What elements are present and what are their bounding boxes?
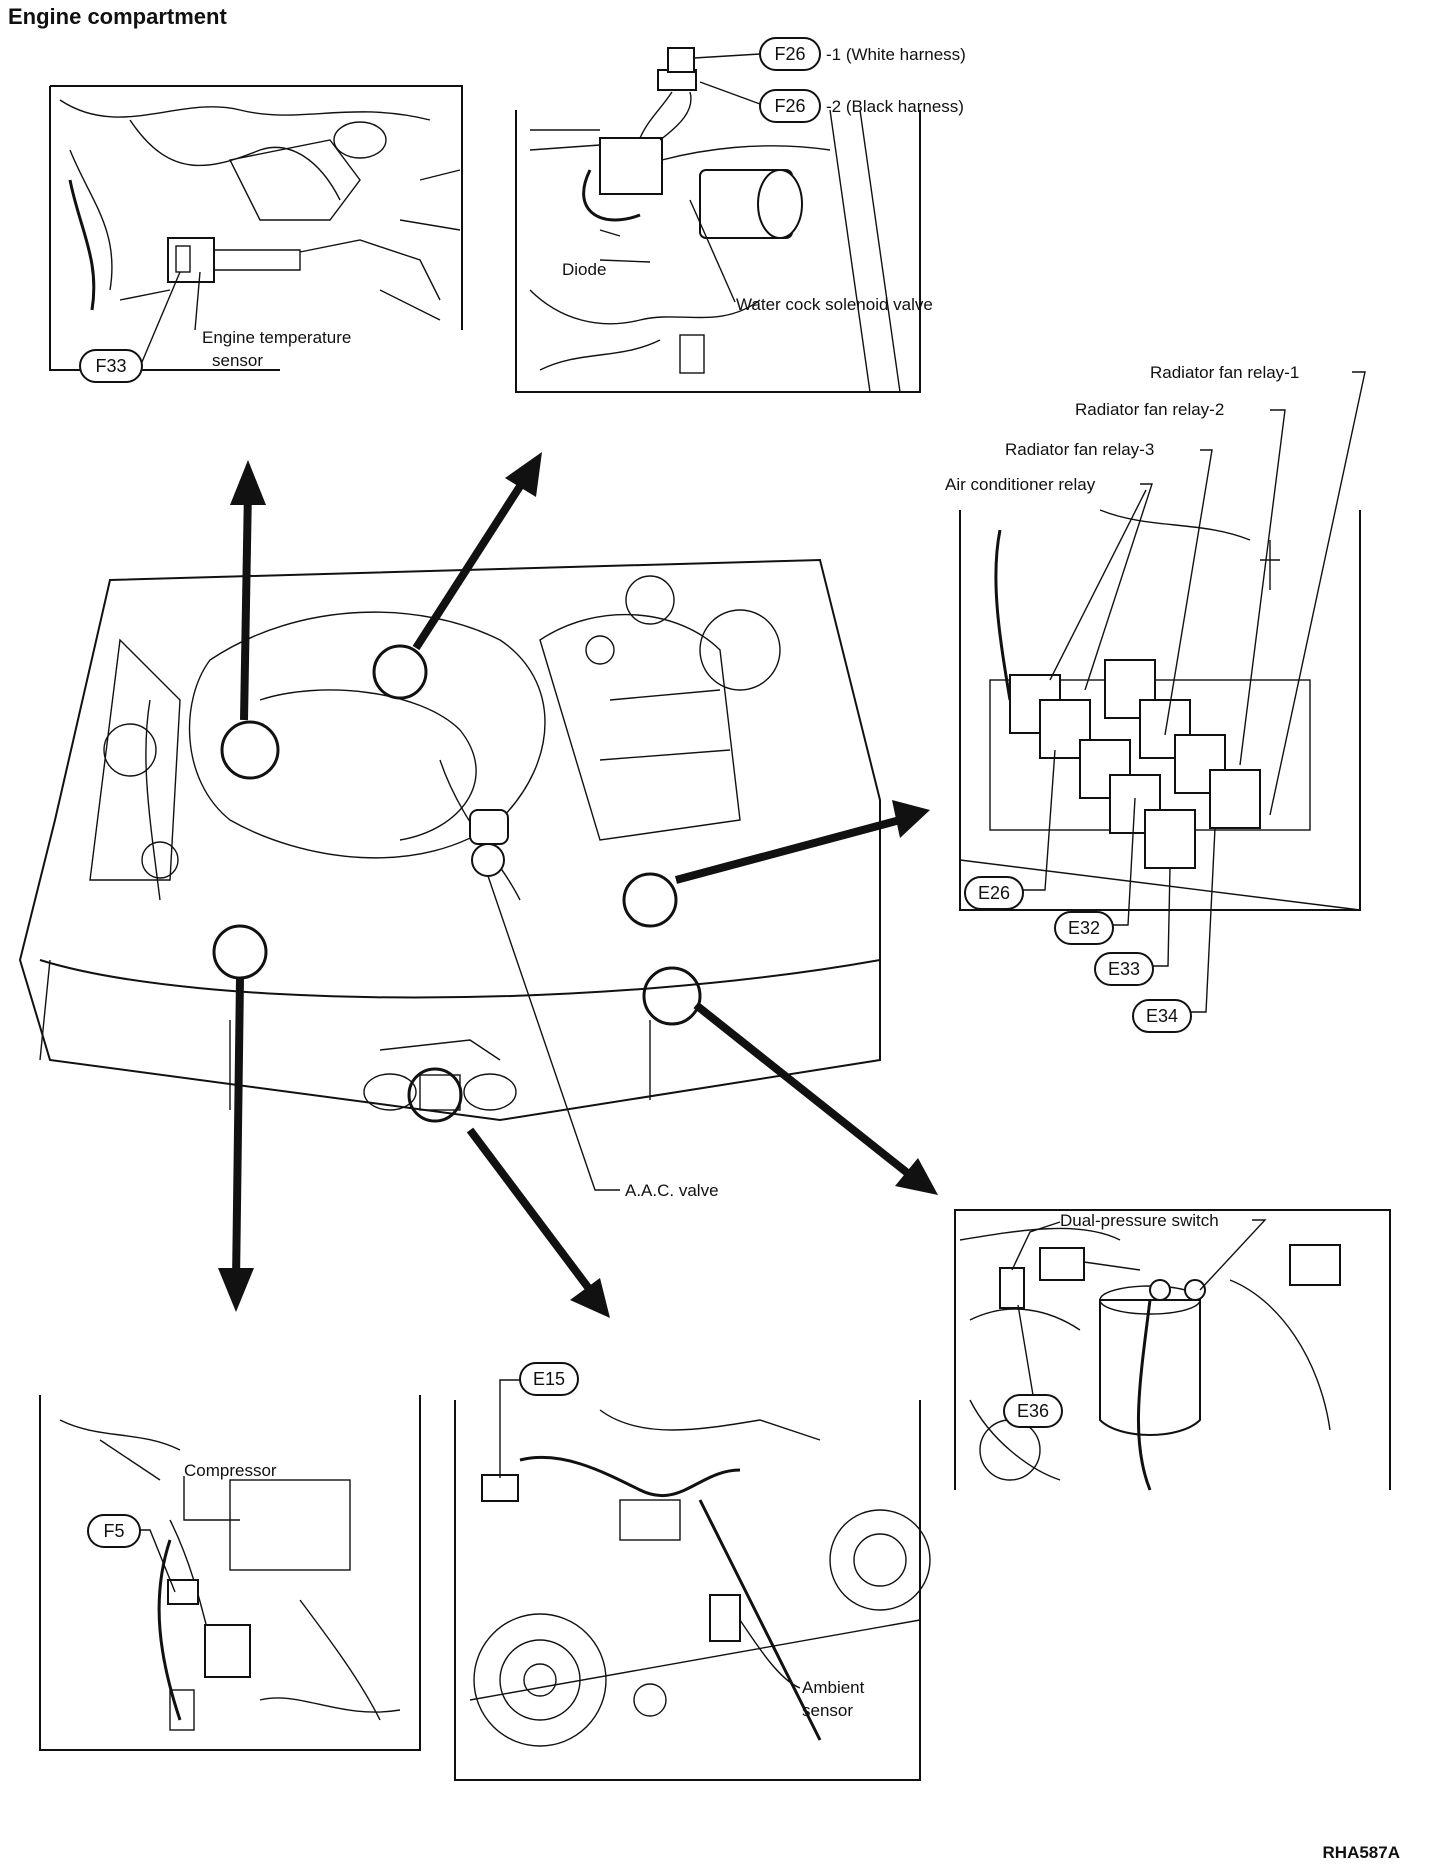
- engine-temp-sensor-label-2: sensor: [212, 351, 263, 370]
- dual-pressure-view: Dual-pressure switch E36: [954, 1209, 1391, 1491]
- radiator-fan-relay-2-label: Radiator fan relay-2: [1075, 400, 1224, 419]
- connector-f5: F5: [103, 1521, 124, 1541]
- diode-label: Diode: [562, 260, 606, 279]
- connector-e36: E36: [1017, 1401, 1049, 1421]
- ambient-sensor-view: E15 Ambient sensor: [454, 1362, 931, 1781]
- connector-e15: E15: [533, 1369, 565, 1389]
- compressor-view: F5 Compressor: [39, 1395, 421, 1751]
- engine-temp-sensor-view: F33 Engine temperature sensor: [49, 85, 463, 383]
- air-conditioner-relay-label: Air conditioner relay: [945, 475, 1096, 494]
- water-cock-valve-label: Water cock solenoid valve: [736, 295, 933, 314]
- water-cock-view: F26 -1 (White harness) F26 -2 (Black har…: [515, 37, 966, 393]
- f26-2-note: -2 (Black harness): [826, 97, 964, 116]
- connector-e33: E33: [1108, 959, 1140, 979]
- connector-f33: F33: [95, 356, 126, 376]
- ambient-sensor-label: Ambient: [802, 1678, 865, 1697]
- connector-f26-2: F26: [774, 96, 805, 116]
- figure-code: RHA587A: [1323, 1843, 1400, 1862]
- dual-pressure-switch-label: Dual-pressure switch: [1060, 1211, 1219, 1230]
- callout-arrows: [218, 452, 938, 1318]
- relay-box-view: Radiator fan relay-1 Radiator fan relay-…: [945, 363, 1366, 1033]
- page-title: Engine compartment: [8, 4, 227, 29]
- engine-temp-sensor-label: Engine temperature: [202, 328, 351, 347]
- compressor-label: Compressor: [184, 1461, 277, 1480]
- engine-overview: A.A.C. valve: [18, 558, 881, 1200]
- radiator-fan-relay-3-label: Radiator fan relay-3: [1005, 440, 1154, 459]
- aac-valve-label: A.A.C. valve: [625, 1181, 719, 1200]
- ambient-sensor-label-2: sensor: [802, 1701, 853, 1720]
- connector-e32: E32: [1068, 918, 1100, 938]
- f26-1-note: -1 (White harness): [826, 45, 966, 64]
- connector-e26: E26: [978, 883, 1010, 903]
- radiator-fan-relay-1-label: Radiator fan relay-1: [1150, 363, 1299, 382]
- connector-e34: E34: [1146, 1006, 1178, 1026]
- connector-f26-1: F26: [774, 44, 805, 64]
